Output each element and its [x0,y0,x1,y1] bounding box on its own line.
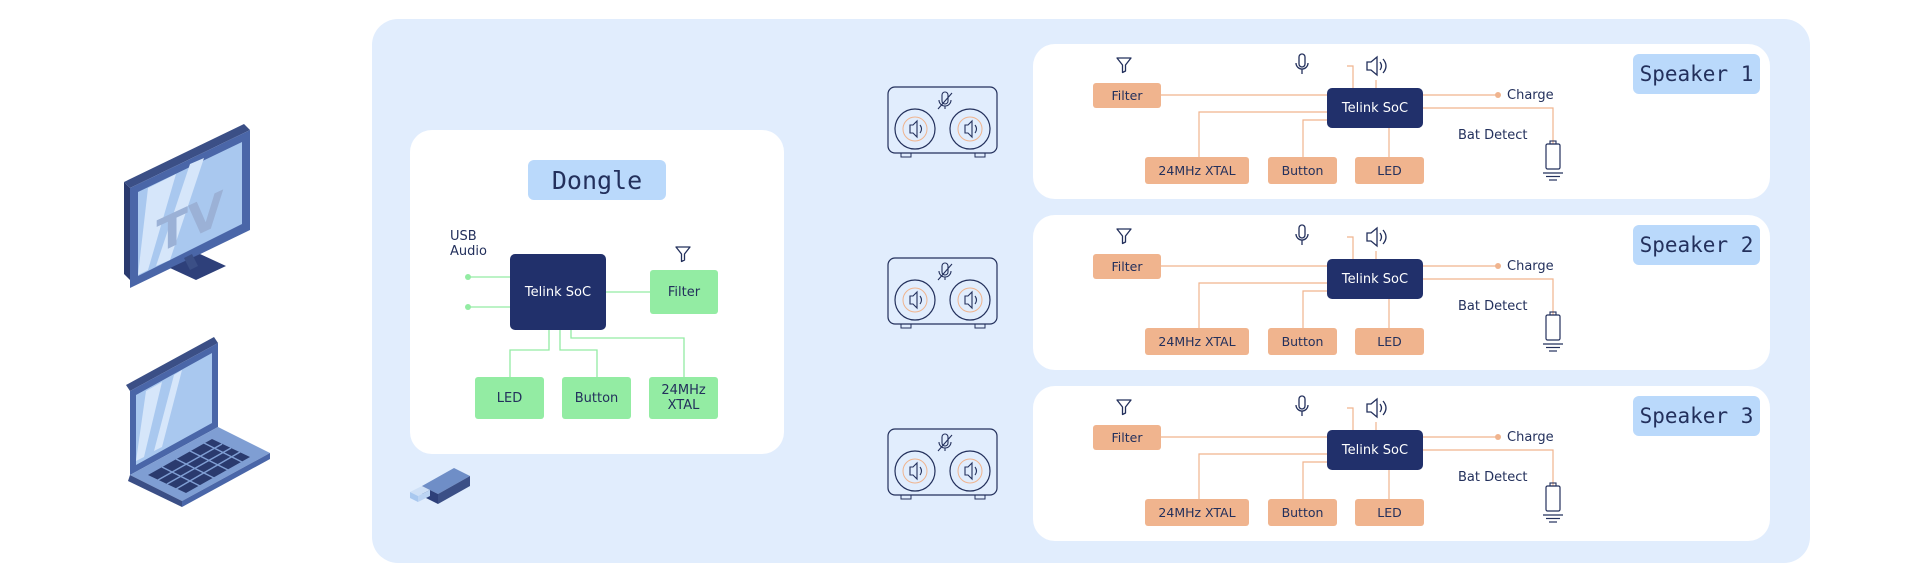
dongle-title: Dongle [528,160,666,200]
speaker-filter: Filter [1093,254,1161,279]
speaker-unit-icon-2 [887,257,998,329]
speaker-volume-icon [1366,226,1387,248]
speaker-card-2: Filter Telink SoC Charge Bat Detect 24MH… [1033,215,1770,370]
speaker-title: Speaker 3 [1633,396,1760,436]
bat-detect-label: Bat Detect [1458,470,1528,485]
speaker-led: LED [1355,157,1424,184]
microphone-icon [1295,395,1309,416]
microphone-icon [1295,224,1309,245]
speaker-xtal: 24MHz XTAL [1145,157,1249,184]
speaker-card-3: Filter Telink SoC Charge Bat Detect 24MH… [1033,386,1770,541]
usb-dongle-icon [410,468,470,504]
speaker-led: LED [1355,499,1424,526]
speaker-filter: Filter [1093,425,1161,450]
speaker-soc: Telink SoC [1327,430,1423,470]
dongle-xtal: 24MHz XTAL [649,377,718,419]
charge-label: Charge [1507,88,1554,103]
speaker-title: Speaker 2 [1633,225,1760,265]
speaker-led: LED [1355,328,1424,355]
speaker-filter: Filter [1093,83,1161,108]
filter-icon [1116,57,1132,74]
speaker-soc: Telink SoC [1327,259,1423,299]
bat-detect-label: Bat Detect [1458,299,1528,314]
usb-audio-label-line2: Audio [450,244,487,259]
dongle-filter: Filter [650,270,718,314]
filter-icon [675,246,691,263]
speaker-wires [1160,407,1554,499]
speaker-unit-icon-3 [887,428,998,500]
dongle-soc: Telink SoC [510,254,606,330]
speaker-button: Button [1268,328,1337,355]
tv-icon: TV [124,124,250,288]
filter-icon [1116,399,1132,416]
speaker-xtal: 24MHz XTAL [1145,328,1249,355]
speaker-title: Speaker 1 [1633,54,1760,94]
dongle-led: LED [475,377,544,419]
speaker-volume-icon [1366,55,1387,77]
battery-icon [1543,482,1563,523]
dongle-xtal-line1: 24MHz [661,383,706,398]
dongle-xtal-line2: XTAL [667,398,700,413]
filter-icon [1116,228,1132,245]
dongle-button: Button [562,377,631,419]
speaker-button: Button [1268,157,1337,184]
battery-icon [1543,140,1563,181]
speaker-card-1: Filter Telink SoC Charge Bat Detect 24MH… [1033,44,1770,199]
usb-audio-label-line1: USB [450,229,477,244]
speaker-button: Button [1268,499,1337,526]
speaker-soc: Telink SoC [1327,88,1423,128]
speaker-xtal: 24MHz XTAL [1145,499,1249,526]
speaker-wires [1160,236,1554,328]
laptop-icon [126,337,270,507]
charge-label: Charge [1507,430,1554,445]
speaker-unit-icon-1 [887,86,998,158]
battery-icon [1543,311,1563,352]
speaker-wires [1160,65,1554,157]
microphone-icon [1295,53,1309,74]
speaker-volume-icon [1366,397,1387,419]
charge-label: Charge [1507,259,1554,274]
bat-detect-label: Bat Detect [1458,128,1528,143]
